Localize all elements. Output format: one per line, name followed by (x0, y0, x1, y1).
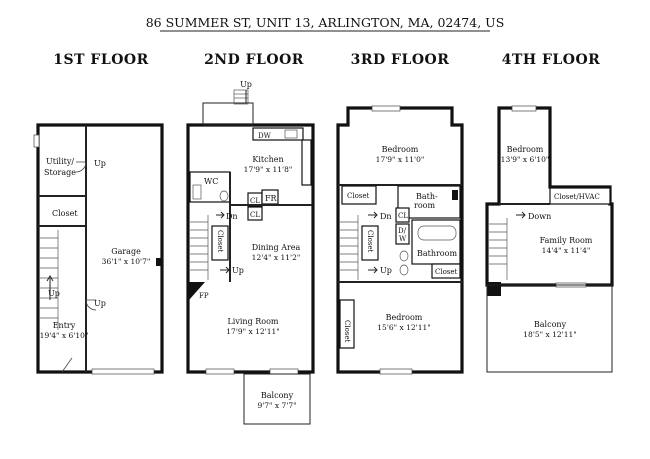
floor-1-door-garage (85, 299, 97, 311)
floor-2-stairs (190, 215, 209, 280)
garage-dimensions: 36'1" x 10'7" (102, 257, 151, 266)
bedroom1-label: Bedroom (382, 145, 419, 154)
closet3-label: Closet (435, 268, 458, 276)
up-label-2f: Up (232, 266, 244, 275)
balcony-dimensions: 9'7" x 7'7" (257, 401, 296, 410)
floor-2-bottom-window-2 (269, 368, 299, 375)
up-label-2: Up (94, 299, 106, 308)
floor-3-closet-1 (341, 185, 377, 205)
cl-label-1: CL (250, 197, 260, 205)
floor-title-1: 1ST FLOOR (53, 52, 148, 68)
kitchen-side-counter (301, 139, 312, 186)
floor-2-top-steps (233, 89, 249, 105)
floor-1-door-entry (61, 357, 73, 373)
floor-4-balcony (486, 284, 613, 373)
bedroom2-dimensions: 15'6" x 12'11" (377, 323, 430, 332)
kitchen-counter (252, 127, 304, 141)
fireplace (189, 282, 205, 300)
floor-2-bottom-window-1 (205, 368, 235, 375)
floor-2-balcony (243, 373, 311, 425)
family-label: Family Room (540, 236, 593, 245)
bedroom4-dimensions: 13'9" x 6'10" (501, 155, 550, 164)
entry-dimensions: 19'4" x 6'10" (40, 331, 89, 340)
floor-4-plan: Bedroom 13'9" x 6'10" Closet/HVAC Down F… (485, 105, 614, 373)
dining-label: Dining Area (252, 243, 301, 252)
garage-label: Garage (111, 247, 141, 256)
up-label-1: Up (94, 159, 106, 168)
floor-1-window (33, 134, 40, 148)
balcony4-dimensions: 18'5" x 12'11" (523, 330, 576, 339)
bath2-label: room (414, 201, 435, 210)
dw2-label: W (399, 235, 407, 243)
dn-label-3f: Dn (380, 212, 392, 221)
floor-3-outer-wall (336, 106, 464, 374)
floor-2-plan: Up DW WC CL CL FR Cl (186, 80, 315, 425)
floor-3-plan: Bedroom 17'9" x 11'0" Closet Bath- room … (336, 105, 464, 375)
dw-box (395, 223, 410, 245)
floor-2-closet (211, 225, 229, 261)
floor-2-closet-label: Closet (216, 230, 224, 253)
entry-label: Entry (53, 321, 76, 330)
floor-1-plan: Utility/ Storage Up Closet Garage 36'1" … (33, 123, 164, 375)
dw1-label: D/ (398, 227, 407, 235)
floor-3-top-window (371, 105, 401, 112)
bathroom-label: Bathroom (417, 249, 457, 258)
cl-label-2: CL (250, 211, 260, 219)
floor-2-top-landing (202, 102, 254, 126)
bedroom1-dimensions: 17'9" x 11'0" (376, 155, 425, 164)
wc-label: WC (204, 177, 218, 186)
fp-label: FP (199, 292, 209, 300)
cl-box-3f (395, 207, 410, 223)
closet-hvac-box (549, 187, 611, 205)
floor-1-post (156, 258, 162, 266)
cl-label-3f: CL (398, 212, 408, 220)
floor-title-2: 2ND FLOOR (204, 52, 304, 68)
family-dimensions: 14'4" x 11'4" (542, 246, 591, 255)
bath-label: Bath- (416, 192, 438, 201)
floor-1-stairs (40, 230, 59, 330)
balcony-label: Balcony (261, 391, 294, 400)
garage-door (91, 368, 155, 375)
floor-3-stairs (340, 215, 359, 280)
dn-label: Dn (226, 212, 238, 221)
plan-title: 86 SUMMER ST, UNIT 13, ARLINGTON, MA, 02… (146, 15, 505, 30)
bedroom4-label: Bedroom (507, 145, 544, 154)
floor-3-bottom-window (379, 368, 413, 375)
closet1-label: Closet (347, 192, 370, 200)
kitchen-label: Kitchen (252, 155, 283, 164)
floor-2-outer-wall (186, 123, 315, 374)
floor-title-3: 3RD FLOOR (351, 52, 450, 68)
floor-3-closet-4 (339, 299, 355, 349)
kitchen-dimensions: 17'9" x 11'8" (244, 165, 293, 174)
utility-label: Utility/ (46, 157, 74, 166)
closet2-label: Closet (366, 230, 374, 253)
up-label-3: Up (48, 289, 60, 298)
down-label: Down (528, 212, 551, 221)
fr-label: FR (265, 194, 278, 203)
floor-4-top-window (511, 105, 537, 112)
cl-box-2 (247, 206, 263, 221)
floor-1-outer-wall (36, 123, 164, 374)
closet-label: Closet (52, 209, 78, 218)
wc-room (189, 171, 231, 203)
up-top-label: Up (240, 80, 252, 89)
bedroom2-label: Bedroom (386, 313, 423, 322)
floor-4-stairs (489, 218, 508, 280)
floor-4-post (487, 282, 501, 296)
balcony4-label: Balcony (534, 320, 567, 329)
storage-label: Storage (44, 168, 76, 177)
floor-1-door-utility (75, 161, 87, 173)
floor-3-closet-2 (361, 225, 379, 261)
floor-title-4: 4TH FLOOR (502, 52, 601, 68)
closet4-label: Closet (343, 320, 351, 343)
living-dimensions: 17'9" x 12'11" (226, 327, 279, 336)
dw-label: DW (258, 132, 272, 140)
living-label: Living Room (227, 317, 278, 326)
closet-hvac-label: Closet/HVAC (554, 193, 600, 201)
floor-3-closet-3 (431, 263, 461, 279)
floor-4-outer-wall (485, 106, 614, 287)
dining-dimensions: 12'4" x 11'2" (252, 253, 301, 262)
up-label-3f: Up (380, 266, 392, 275)
